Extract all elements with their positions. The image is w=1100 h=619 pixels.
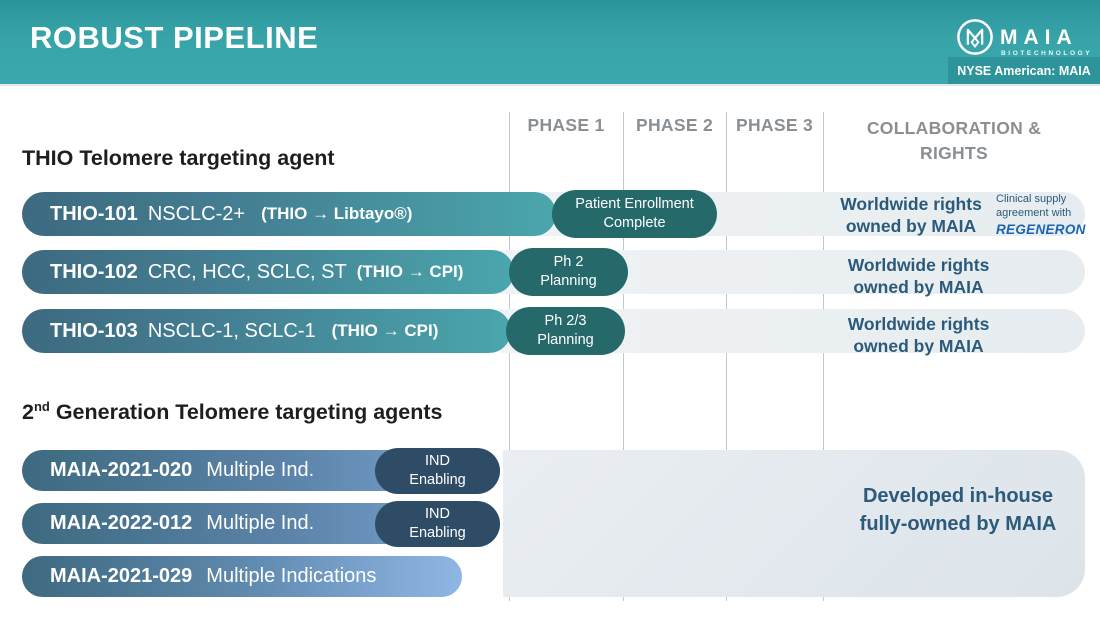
section-title-2nd-gen: 2nd Generation Telomere targeting agents [22, 399, 443, 425]
rights-line: owned by MAIA [853, 335, 984, 356]
status-badge-thio-103: Ph 2/3 Planning [506, 307, 625, 355]
column-divider [726, 112, 727, 601]
status-badge-maia-2021-020: IND Enabling [375, 448, 500, 494]
status-line: Enabling [409, 525, 466, 541]
program-indication: CRC, HCC, SCLC, ST [147, 260, 347, 283]
clinical-supply-note: Clinical supply agreement with REGENERON [996, 193, 1088, 238]
status-badge-maia-2022-012: IND Enabling [375, 501, 500, 547]
page-title: ROBUST PIPELINE [30, 20, 319, 55]
program-code: THIO-101 [50, 202, 138, 225]
pipeline-bar-maia-2021-029: MAIA-2021-029 Multiple Indications [22, 556, 462, 597]
status-badge-thio-102: Ph 2 Planning [509, 248, 628, 296]
pipeline-bar-thio-102: THIO-102 CRC, HCC, SCLC, ST (THIO → CPI) [22, 250, 514, 294]
rights-line: Worldwide rights [847, 314, 990, 334]
program-indication: NSCLC-1, SCLC-1 [147, 319, 316, 342]
status-line: IND [425, 506, 450, 523]
status-line: IND [425, 453, 450, 470]
program-code: THIO-102 [50, 260, 138, 283]
program-combination: (THIO → Libtayo®) [261, 204, 413, 223]
program-indication: Multiple Indications [206, 565, 377, 587]
column-header-phase3: PHASE 3 [736, 115, 813, 135]
logo-subtext: BIOTECHNOLOGY [1001, 50, 1093, 57]
program-indication: Multiple Ind. [206, 459, 315, 481]
program-indication: Multiple Ind. [206, 512, 315, 534]
rights-line: owned by MAIA [853, 276, 984, 297]
column-divider [509, 112, 510, 601]
program-code: MAIA-2021-020 [50, 459, 193, 481]
column-divider [823, 112, 824, 601]
column-header-collaboration: COLLABORATION & RIGHTS [866, 118, 1042, 164]
panel-line: fully-owned by MAIA [859, 513, 1057, 535]
logo-wordmark: MAIA [1000, 26, 1078, 49]
status-line: Patient Enrollment [575, 196, 694, 213]
ticker-band: NYSE American: MAIA [948, 57, 1100, 84]
header-banner: ROBUST PIPELINE MAIA BIOTECHNOLOGY NYSE … [0, 0, 1100, 84]
rights-line: Worldwide rights [847, 255, 990, 275]
program-combination: (THIO → CPI) [331, 321, 439, 340]
column-divider [623, 112, 624, 601]
status-line: Ph 2 [553, 254, 584, 271]
note-line: agreement with [996, 206, 1072, 219]
note-line: Clinical supply [996, 193, 1067, 205]
regeneron-wordmark: REGENERON [996, 221, 1086, 237]
developed-inhouse-panel [503, 450, 1085, 597]
status-line: Complete [603, 215, 666, 231]
maia-logo-icon [957, 19, 993, 55]
column-header-phase2: PHASE 2 [636, 115, 713, 135]
rights-line: owned by MAIA [845, 215, 977, 236]
developed-inhouse-text: Developed in-house fully-owned by MAIA [833, 482, 1083, 538]
rights-text-thio-103: Worldwide rights owned by MAIA [826, 314, 1011, 358]
program-code: THIO-103 [50, 319, 138, 342]
rights-text-thio-101: Worldwide rights owned by MAIA [823, 194, 999, 238]
program-combination: (THIO → CPI) [356, 262, 464, 281]
status-line: Planning [537, 332, 594, 348]
status-line: Ph 2/3 [544, 313, 587, 330]
program-code: MAIA-2021-029 [50, 565, 193, 587]
ticker-label: NYSE American: MAIA [957, 63, 1091, 78]
section-title-thio: THIO Telomere targeting agent [22, 146, 335, 170]
pipeline-bar-thio-101: THIO-101 NSCLC-2+ (THIO → Libtayo®) [22, 192, 556, 236]
title-number: 2 [22, 400, 34, 425]
panel-line: Developed in-house [862, 485, 1054, 507]
title-text: Generation Telomere targeting agents [49, 400, 443, 425]
program-indication: NSCLC-2+ [147, 202, 246, 225]
rights-line: Worldwide rights [840, 194, 982, 214]
program-code: MAIA-2022-012 [50, 512, 193, 534]
pipeline-bar-thio-103: THIO-103 NSCLC-1, SCLC-1 (THIO → CPI) [22, 309, 511, 353]
rights-text-thio-102: Worldwide rights owned by MAIA [826, 255, 1011, 299]
title-superscript: nd [33, 399, 50, 414]
status-line: Planning [540, 273, 597, 289]
column-header-phase1: PHASE 1 [527, 115, 605, 135]
status-badge-thio-101: Patient Enrollment Complete [552, 190, 717, 238]
status-line: Enabling [409, 472, 466, 488]
